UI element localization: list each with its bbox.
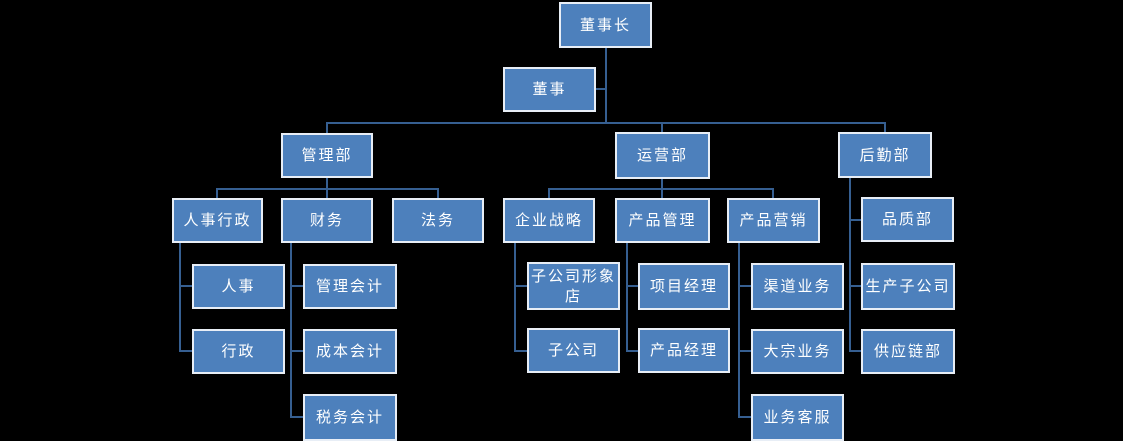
connector-stub-production-subsidiary (851, 285, 861, 287)
connector-logistics-hang (849, 178, 851, 352)
org-node-management: 管理部 (281, 133, 373, 178)
org-node-supply-chain: 供应链部 (861, 329, 955, 374)
org-node-tax-accounting: 税务会计 (303, 394, 397, 441)
connector-drop-operations (661, 122, 663, 133)
connector-level2-horizontal (326, 122, 886, 124)
org-node-hr-admin: 人事行政 (172, 198, 263, 243)
connector-drop-finance (326, 188, 328, 199)
connector-stub-project-manager (628, 285, 638, 287)
connector-strategy-hang (514, 243, 516, 352)
org-node-product-mgmt: 产品管理 (615, 198, 710, 243)
connector-stub-quality-dept (851, 219, 861, 221)
connector-drop-management (326, 122, 328, 134)
org-node-product-marketing: 产品营销 (727, 198, 820, 243)
connector-stub-hr (181, 285, 192, 287)
org-node-finance: 财务 (281, 198, 373, 243)
org-node-project-manager: 项目经理 (638, 263, 730, 310)
connector-stub-channel-business (740, 285, 751, 287)
connector-product-mgmt-hang (626, 243, 628, 352)
org-node-mgmt-accounting: 管理会计 (303, 264, 397, 309)
org-node-admin: 行政 (192, 329, 285, 374)
org-node-production-subsidiary: 生产子公司 (861, 263, 955, 310)
org-node-director: 董事 (503, 67, 596, 112)
connector-drop-product-mgmt (661, 188, 663, 199)
org-node-customer-service: 业务客服 (751, 394, 844, 441)
connector-drop-hr-admin (216, 188, 218, 199)
connector-stub-tax-accounting (292, 416, 303, 418)
org-node-hr: 人事 (192, 264, 285, 309)
connector-stub-subsidiary (516, 350, 527, 352)
org-node-subsidiary-image-store: 子公司形象店 (527, 262, 620, 310)
connector-finance-hang (290, 243, 292, 418)
connector-drop-legal (437, 188, 439, 199)
connector-stub-customer-service (740, 416, 751, 418)
connector-management-vertical (326, 178, 328, 189)
org-node-chairman: 董事长 (559, 2, 652, 48)
org-node-bulk-business: 大宗业务 (751, 329, 844, 374)
connector-stub-supply-chain (851, 350, 861, 352)
org-node-logistics: 后勤部 (838, 132, 932, 178)
connector-stub-admin (181, 350, 192, 352)
connector-stub-product-manager (628, 350, 638, 352)
connector-stub-subsidiary-image-store (516, 285, 527, 287)
connector-product-marketing-hang (738, 243, 740, 418)
org-node-legal: 法务 (392, 198, 484, 243)
org-node-cost-accounting: 成本会计 (303, 329, 397, 374)
connector-hr-admin-hang (179, 243, 181, 352)
org-node-operations: 运营部 (615, 132, 710, 179)
connector-director-stub (596, 88, 605, 90)
connector-drop-strategy (548, 188, 550, 199)
connector-stub-cost-accounting (292, 350, 303, 352)
org-node-quality-dept: 品质部 (861, 197, 954, 242)
org-node-product-manager: 产品经理 (638, 328, 730, 373)
connector-stub-bulk-business (740, 350, 751, 352)
connector-operations-vertical (661, 179, 663, 189)
connector-drop-logistics (884, 122, 886, 133)
org-node-subsidiary: 子公司 (527, 328, 620, 373)
org-node-corp-strategy: 企业战略 (503, 198, 595, 243)
org-node-channel-business: 渠道业务 (751, 263, 844, 310)
connector-trunk-vertical (605, 48, 607, 124)
connector-stub-mgmt-accounting (292, 285, 303, 287)
connector-drop-product-marketing (772, 188, 774, 199)
